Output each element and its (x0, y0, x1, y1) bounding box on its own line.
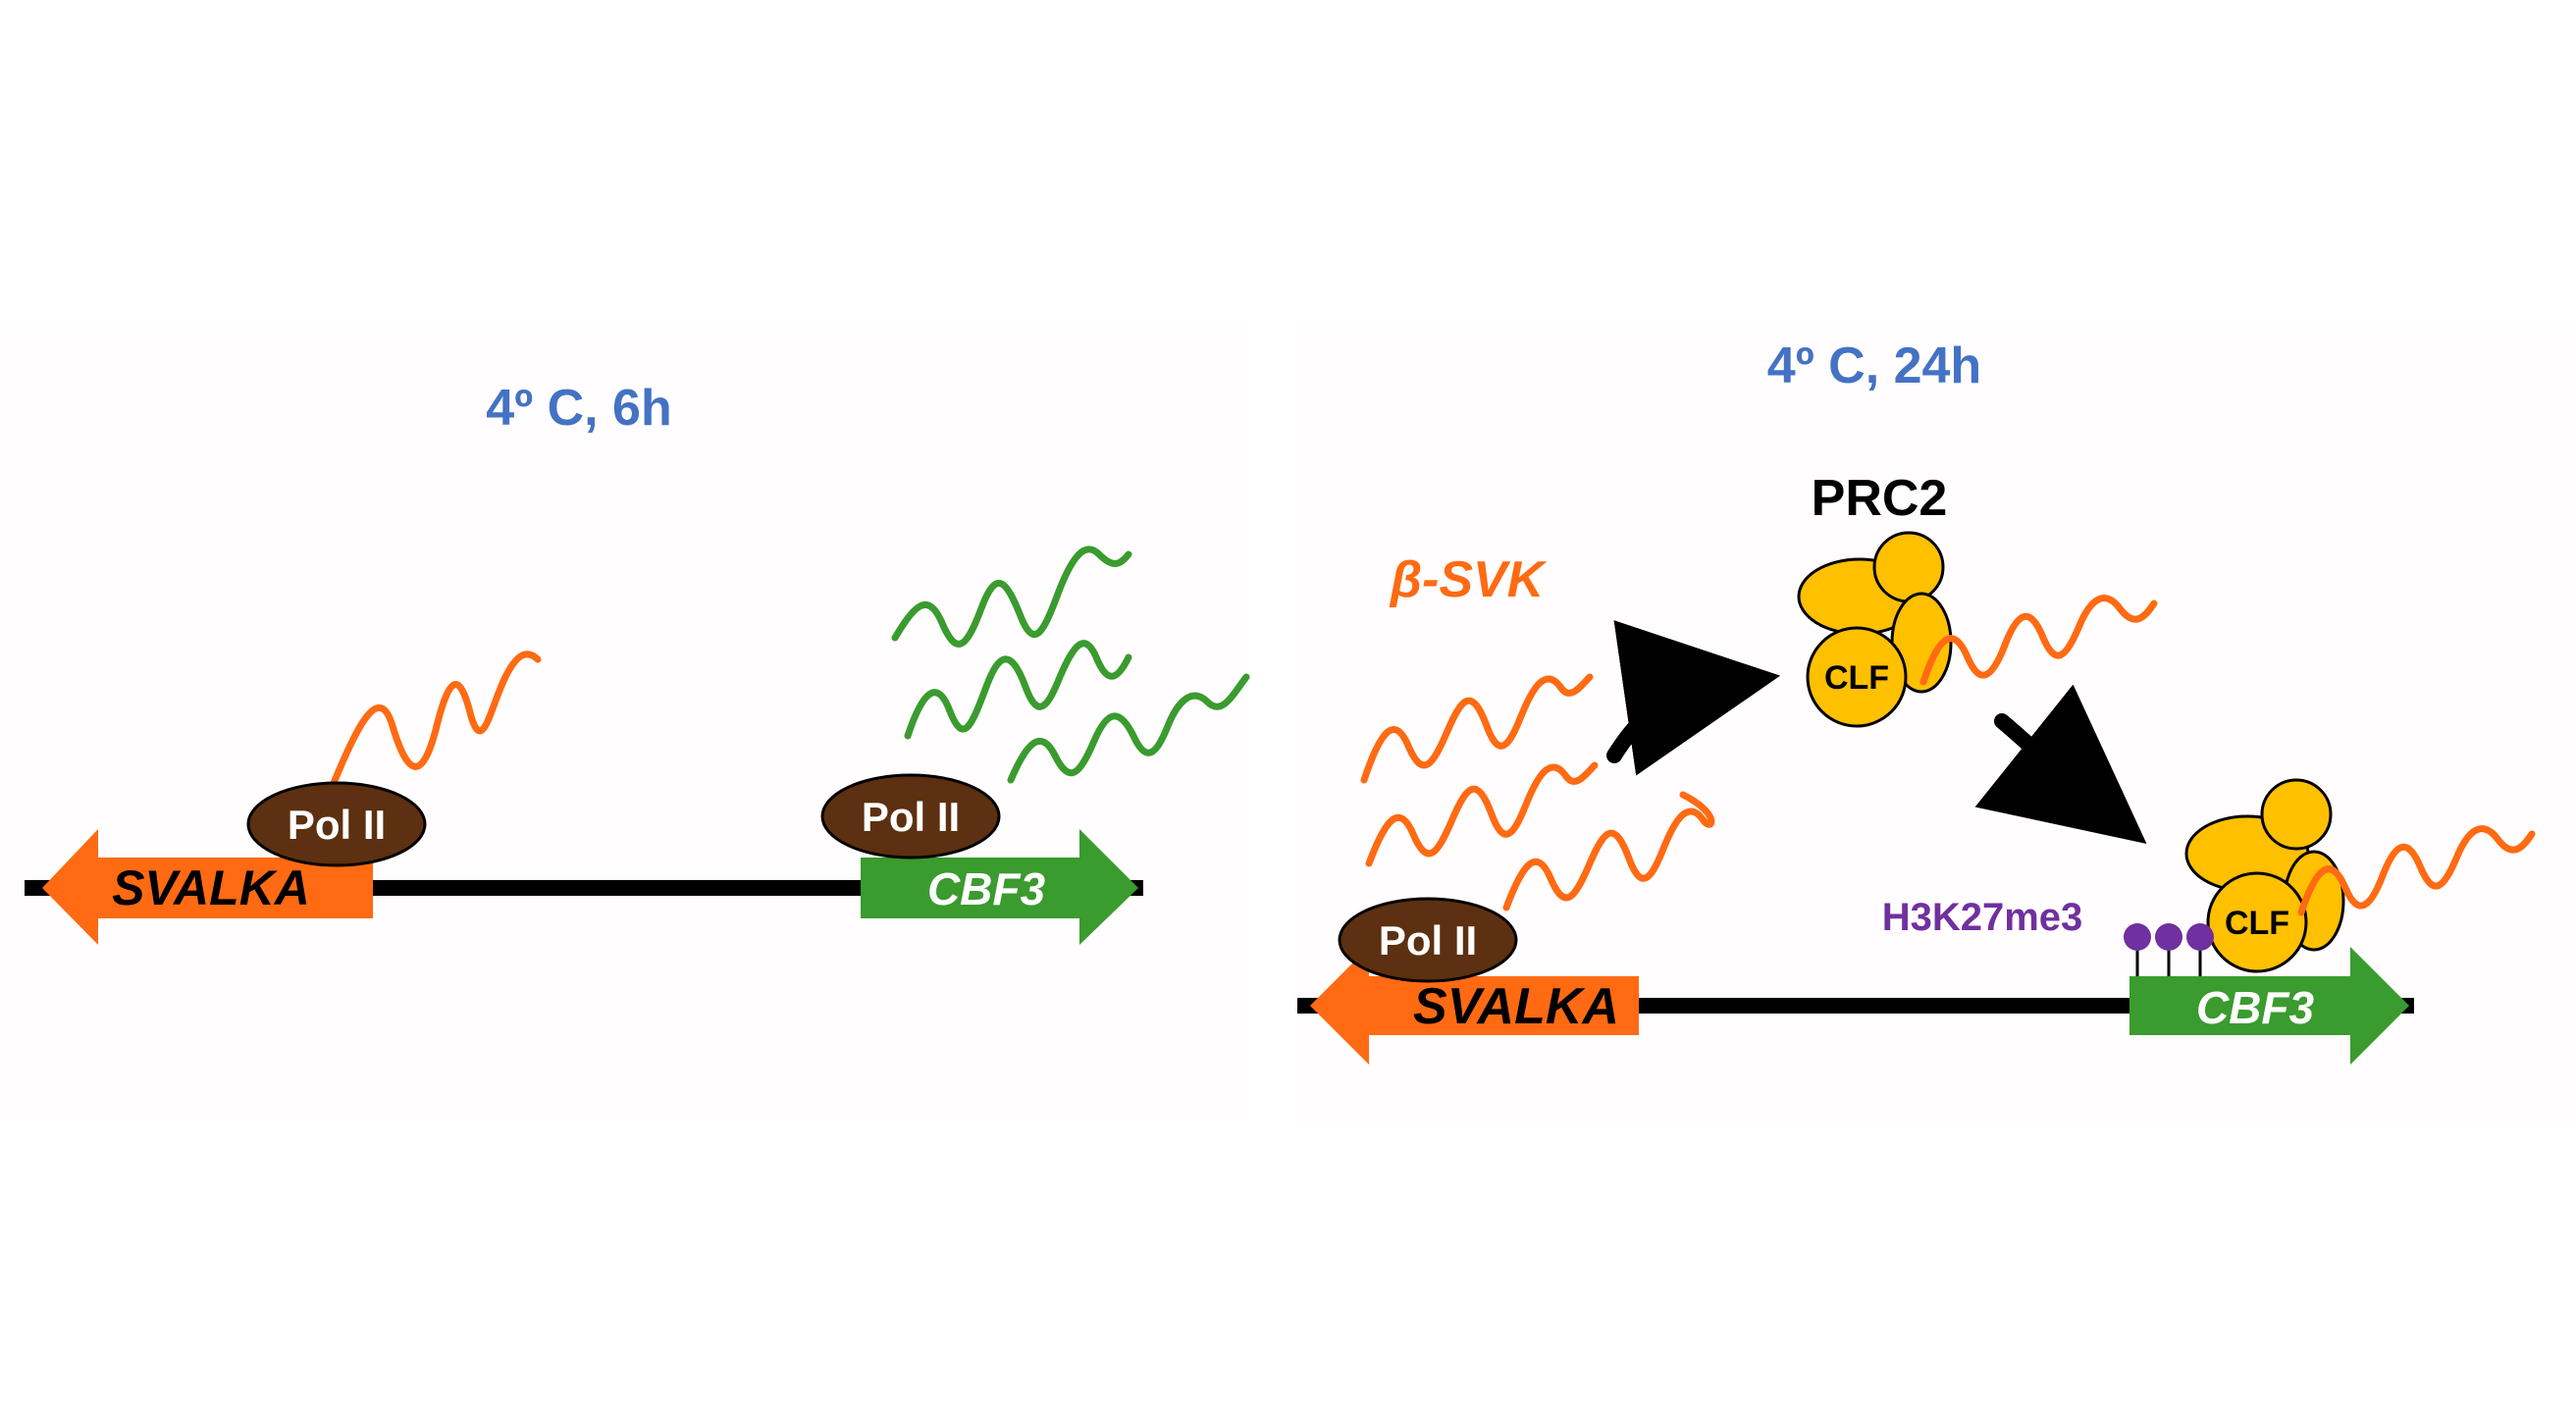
rna-wave-icon (1007, 673, 1250, 784)
right-panel: 4º C, 24h β-SVK PRC2 SVALKA CBF3 Pol II … (1297, 338, 2536, 1065)
prc2-label: PRC2 (1812, 470, 1948, 527)
left-cbf3-label: CBF3 (927, 863, 1046, 914)
right-svalka-label: SVALKA (1413, 978, 1619, 1035)
rna-wave-icon (1360, 673, 1594, 784)
pol-ii-right-label: Pol II (862, 794, 960, 840)
rna-wave-icon (1365, 761, 1599, 867)
pol-ii-right (820, 773, 1001, 859)
clf-top-label: CLF (1824, 659, 1889, 697)
histone-mark-icon (2124, 923, 2214, 976)
rna-wave-icon (325, 651, 542, 799)
pol-ii-right-panel-label: Pol II (1379, 917, 1477, 963)
pol-ii-right-panel (1338, 897, 1518, 983)
rna-wave-icon (2297, 825, 2536, 916)
rna-wave-icon (1919, 595, 2158, 686)
right-panel-title: 4º C, 24h (1767, 338, 1981, 394)
left-svalka-label: SVALKA (112, 860, 310, 915)
rna-wave-icon (1502, 791, 1715, 911)
left-panel: 4º C, 6h SVALKA CBF3 Pol II Pol II (25, 380, 1250, 945)
left-panel-bg (0, 324, 1246, 1119)
clf-bottom-label: CLF (2225, 905, 2289, 942)
arrow-icon (1606, 620, 1781, 776)
prc2-complex-top: CLF (1797, 531, 1953, 728)
pol-ii-left-label: Pol II (288, 802, 386, 848)
rna-wave-icon (904, 640, 1132, 740)
arrow-icon (1974, 684, 2147, 844)
prc2-complex-bound: CLF (2184, 778, 2345, 973)
h3k27me3-label: H3K27me3 (1882, 896, 2083, 939)
beta-svk-label: β-SVK (1389, 551, 1548, 608)
pol-ii-left (246, 781, 427, 867)
left-panel-title: 4º C, 6h (486, 380, 672, 437)
rna-wave-icon (891, 546, 1132, 648)
right-cbf3-label: CBF3 (2196, 982, 2315, 1033)
